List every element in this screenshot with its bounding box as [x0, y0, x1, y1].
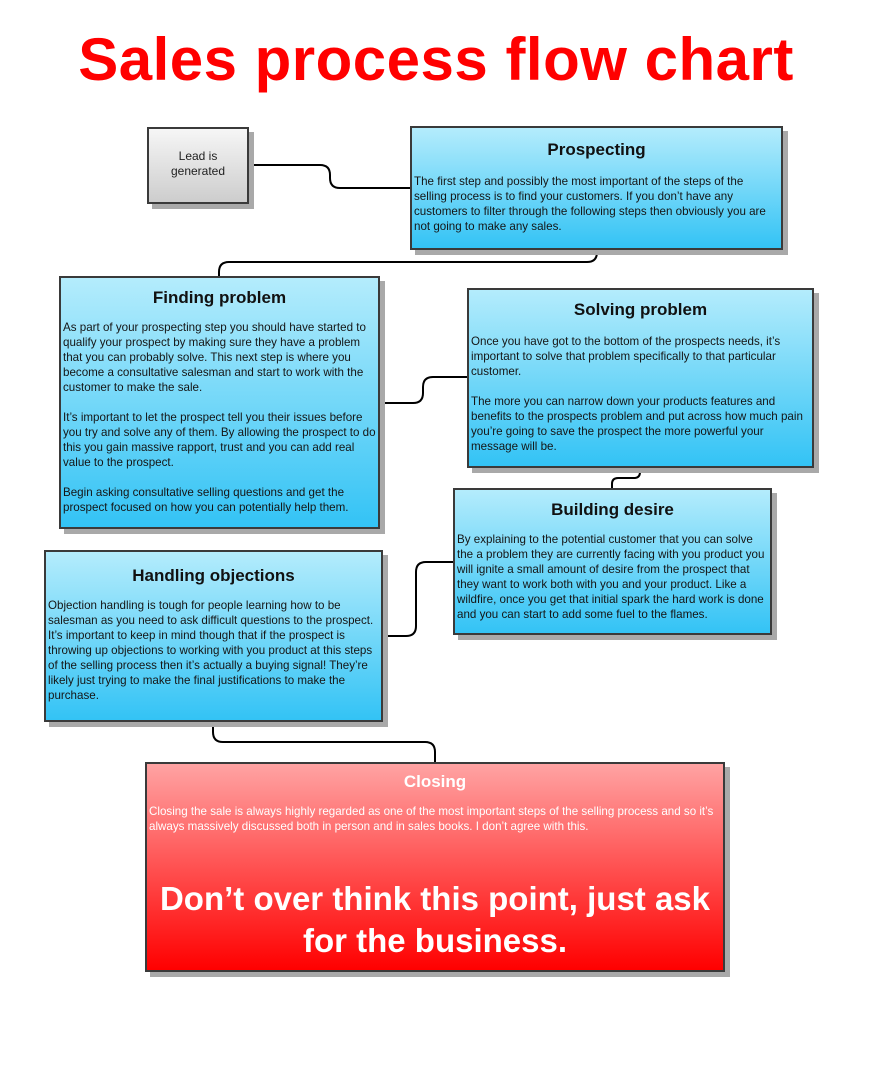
closing-box: Closing Closing the sale is always highl… — [145, 762, 725, 972]
prospecting-box: Prospecting The first step and possibly … — [410, 126, 783, 250]
solving-problem-box: Solving problem Once you have got to the… — [467, 288, 814, 468]
closing-text: Closing the sale is always highly regard… — [149, 805, 714, 833]
finding-problem-paragraph: It’s important to let the prospect tell … — [63, 411, 376, 469]
finding-problem-heading: Finding problem — [152, 288, 287, 307]
connector-finding-to-solving — [380, 376, 467, 404]
connector-solving-to-desire — [611, 468, 641, 489]
closing-heading: Closing — [403, 772, 467, 791]
handling-objections-box: Handling objections Objection handling i… — [44, 550, 383, 722]
finding-problem-paragraph: Begin asking consultative selling questi… — [63, 486, 349, 514]
handling-objections-heading: Handling objections — [132, 566, 295, 585]
closing-emphasis: Don’t over think this point, just ask fo… — [159, 880, 711, 959]
connector-desire-to-objections — [383, 561, 454, 637]
chart-title: Sales process flow chart — [78, 26, 794, 93]
solving-problem-heading: Solving problem — [573, 300, 708, 319]
solving-problem-paragraph: The more you can narrow down your produc… — [471, 395, 803, 453]
building-desire-text: By explaining to the potential customer … — [457, 533, 765, 621]
connector-prospecting-to-finding — [218, 250, 598, 277]
handling-objections-text: Objection handling is tough for people l… — [48, 599, 374, 702]
lead-generated-box: Lead is generated — [147, 127, 249, 204]
finding-problem-paragraph: As part of your prospecting step you sho… — [63, 321, 366, 394]
prospecting-heading: Prospecting — [547, 140, 646, 159]
building-desire-heading: Building desire — [551, 500, 674, 519]
solving-problem-paragraph: Once you have got to the bottom of the p… — [471, 335, 781, 378]
finding-problem-box: Finding problem As part of your prospect… — [59, 276, 380, 529]
connector-lead-to-prospecting — [249, 164, 412, 189]
connector-objections-to-closing — [212, 722, 436, 763]
building-desire-box: Building desire By explaining to the pot… — [453, 488, 772, 635]
prospecting-text: The first step and possibly the most imp… — [414, 175, 766, 233]
lead-generated-text: Lead is generated — [170, 149, 226, 178]
